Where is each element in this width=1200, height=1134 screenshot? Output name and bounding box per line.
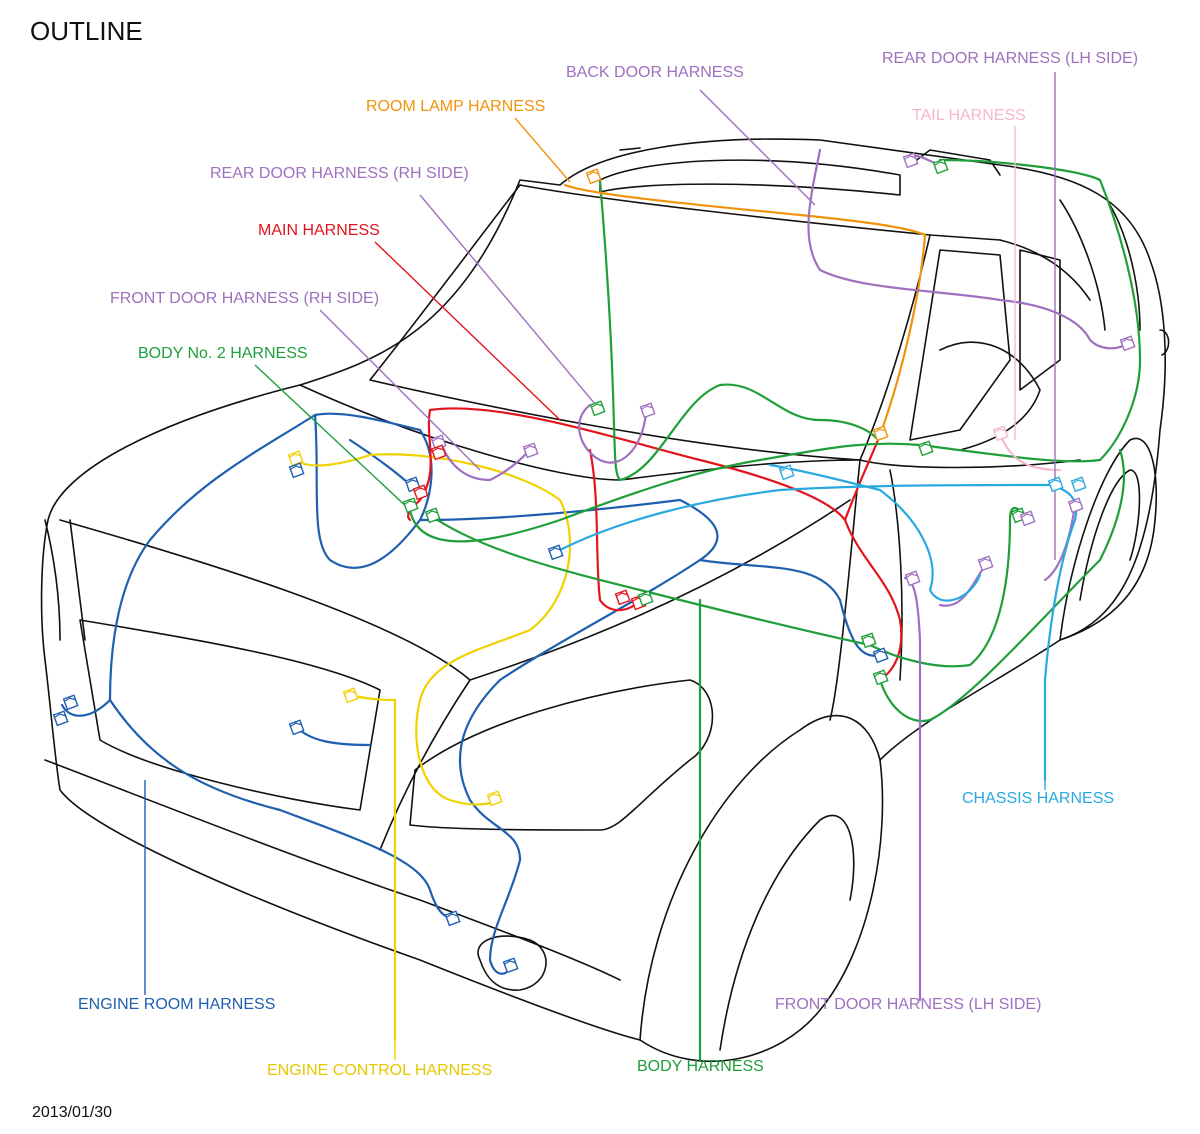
- wire-door: [438, 148, 1127, 1002]
- connector-marker: [52, 710, 69, 727]
- connector-marker: [589, 400, 606, 417]
- connector-marker-edge: [591, 403, 604, 408]
- label-chassis-harness: CHASSIS HARNESS: [962, 790, 1115, 807]
- label-body-no2-harness: BODY No. 2 HARNESS: [138, 345, 308, 362]
- connector-marker-edge: [290, 722, 303, 727]
- label-body-harness: BODY HARNESS: [637, 1058, 764, 1075]
- wire-chassis: [558, 463, 1078, 782]
- connector-marker-edge: [587, 171, 600, 176]
- connector-marker-edge: [862, 635, 875, 640]
- connector-marker: [872, 669, 889, 686]
- label-front-door-harness-rh: FRONT DOOR HARNESS (RH SIDE): [110, 290, 380, 307]
- wire-body: [408, 158, 1142, 1062]
- connector-marker-edge: [874, 672, 887, 677]
- vehicle-outline: [40, 138, 1170, 1062]
- connector-marker-edge: [639, 593, 652, 598]
- connector-marker-edge: [524, 445, 537, 450]
- connector-marker-edge: [414, 487, 427, 492]
- label-front-door-harness-lh: FRONT DOOR HARNESS (LH SIDE): [775, 996, 1042, 1013]
- connector-marker-edge: [904, 155, 917, 160]
- connector-marker-edge: [549, 547, 562, 552]
- label-main-harness: MAIN HARNESS: [258, 222, 380, 239]
- connector-marker-edge: [64, 697, 77, 702]
- connector-marker: [402, 497, 419, 514]
- connector-marker: [860, 632, 877, 649]
- label-rear-door-harness-rh: REAR DOOR HARNESS (RH SIDE): [210, 165, 469, 182]
- connector-marker: [639, 402, 656, 419]
- connector-marker-edge: [1049, 479, 1062, 484]
- connector-marker-edge: [1121, 338, 1134, 343]
- connector-marker-edge: [616, 592, 629, 597]
- connector-marker-edge: [432, 437, 445, 442]
- connector-marker-edge: [289, 453, 302, 458]
- connector-marker-edge: [780, 467, 793, 472]
- connector-marker-edge: [404, 500, 417, 505]
- label-room-lamp-harness: ROOM LAMP HARNESS: [366, 98, 546, 115]
- diagram-date: 2013/01/30: [32, 1104, 113, 1121]
- connector-marker-edge: [919, 443, 932, 448]
- connector-marker-edge: [432, 447, 445, 452]
- label-back-door-harness: BACK DOOR HARNESS: [566, 64, 744, 81]
- wire-tail: [998, 433, 1062, 472]
- connector-marker: [1119, 335, 1136, 352]
- connector-marker-edge: [1021, 513, 1034, 518]
- wire-room-lamp: [563, 183, 927, 437]
- connector-marker: [917, 440, 934, 457]
- connector-marker: [977, 555, 994, 572]
- diagram-title: OUTLINE: [30, 16, 143, 46]
- connector-marker: [992, 425, 1009, 442]
- connector-marker: [62, 694, 79, 711]
- connector-marker-edge: [406, 479, 419, 484]
- connector-marker: [547, 544, 564, 561]
- connector-marker-edge: [504, 960, 517, 965]
- connector-marker: [614, 589, 631, 606]
- connector-marker-edge: [874, 650, 887, 655]
- connector-marker-edge: [344, 690, 357, 695]
- connector-marker-edge: [934, 161, 947, 166]
- connector-marker-edge: [488, 793, 501, 798]
- connector-marker-edge: [994, 428, 1007, 433]
- connector-marker-edge: [290, 465, 303, 470]
- leader-lines: [144, 72, 1056, 1060]
- connector-marker-edge: [641, 405, 654, 410]
- label-tail-harness: TAIL HARNESS: [912, 107, 1026, 124]
- connector-marker: [932, 158, 949, 175]
- connector-marker: [502, 957, 519, 974]
- connector-markers: [52, 152, 1136, 974]
- label-engine-control-harness: ENGINE CONTROL HARNESS: [267, 1062, 493, 1079]
- connector-marker-edge: [1012, 510, 1025, 515]
- connector-marker: [342, 687, 359, 704]
- connector-marker: [585, 168, 602, 185]
- connector-marker-edge: [979, 558, 992, 563]
- connector-marker-edge: [1069, 500, 1082, 505]
- connector-marker-edge: [906, 573, 919, 578]
- wire-engine-control: [293, 453, 572, 1042]
- connector-marker: [1067, 497, 1084, 514]
- wire-engine-room: [60, 412, 882, 975]
- connector-marker-edge: [874, 428, 887, 433]
- connector-marker-edge: [54, 713, 67, 718]
- connector-marker: [904, 570, 921, 587]
- connector-marker-edge: [426, 510, 439, 515]
- label-engine-room-harness: ENGINE ROOM HARNESS: [78, 996, 276, 1013]
- connector-marker: [872, 647, 889, 664]
- connector-marker-edge: [446, 913, 459, 918]
- connector-marker-edge: [1072, 479, 1085, 484]
- label-rear-door-harness-lh: REAR DOOR HARNESS (LH SIDE): [882, 50, 1139, 67]
- connector-marker: [1070, 476, 1087, 493]
